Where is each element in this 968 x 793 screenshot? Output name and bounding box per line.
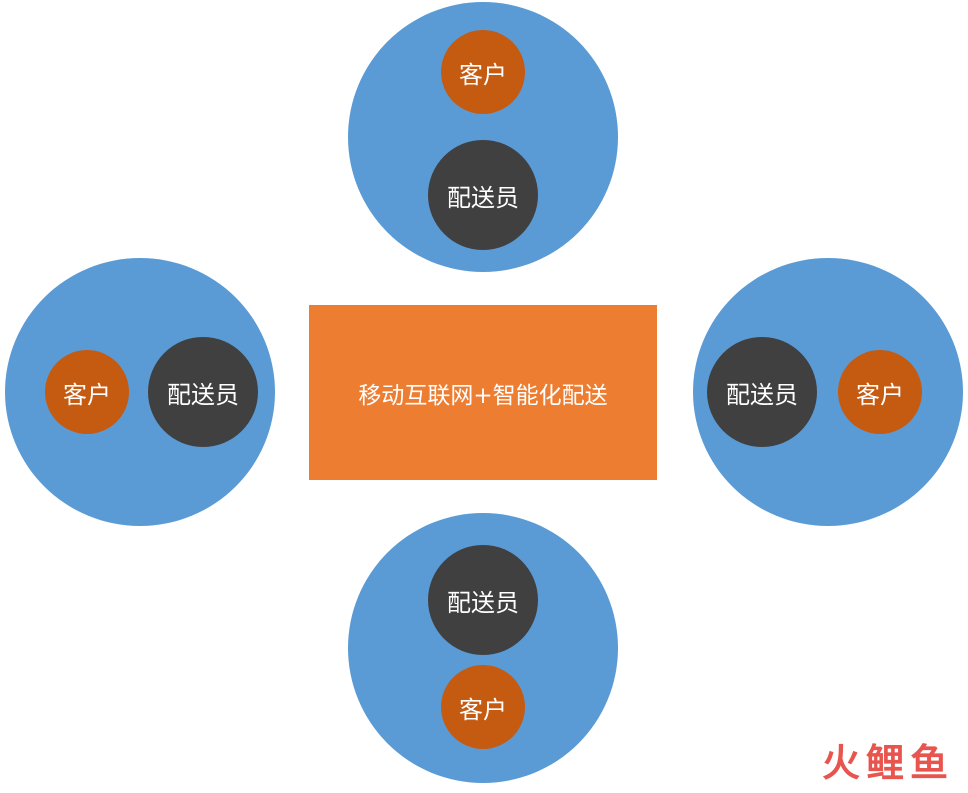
top-courier-node: 配送员 <box>428 140 538 250</box>
bottom-customer-node: 客户 <box>441 665 525 749</box>
watermark-char-3: 鱼 <box>909 741 950 785</box>
bottom-courier-node: 配送员 <box>428 545 538 655</box>
watermark-char-1: 火 <box>821 741 862 785</box>
right-customer-node: 客户 <box>838 350 922 434</box>
left-courier-node: 配送员 <box>148 337 258 447</box>
left-customer-node: 客户 <box>45 350 129 434</box>
top-customer-node: 客户 <box>441 30 525 114</box>
center-box: 移动互联网+智能化配送 <box>309 305 657 480</box>
right-courier-node: 配送员 <box>707 337 817 447</box>
watermark-char-2: 鲤 <box>865 741 906 785</box>
center-label: 移动互联网+智能化配送 <box>358 382 608 409</box>
watermark-logo: 火 鲤 鱼 <box>822 732 950 787</box>
